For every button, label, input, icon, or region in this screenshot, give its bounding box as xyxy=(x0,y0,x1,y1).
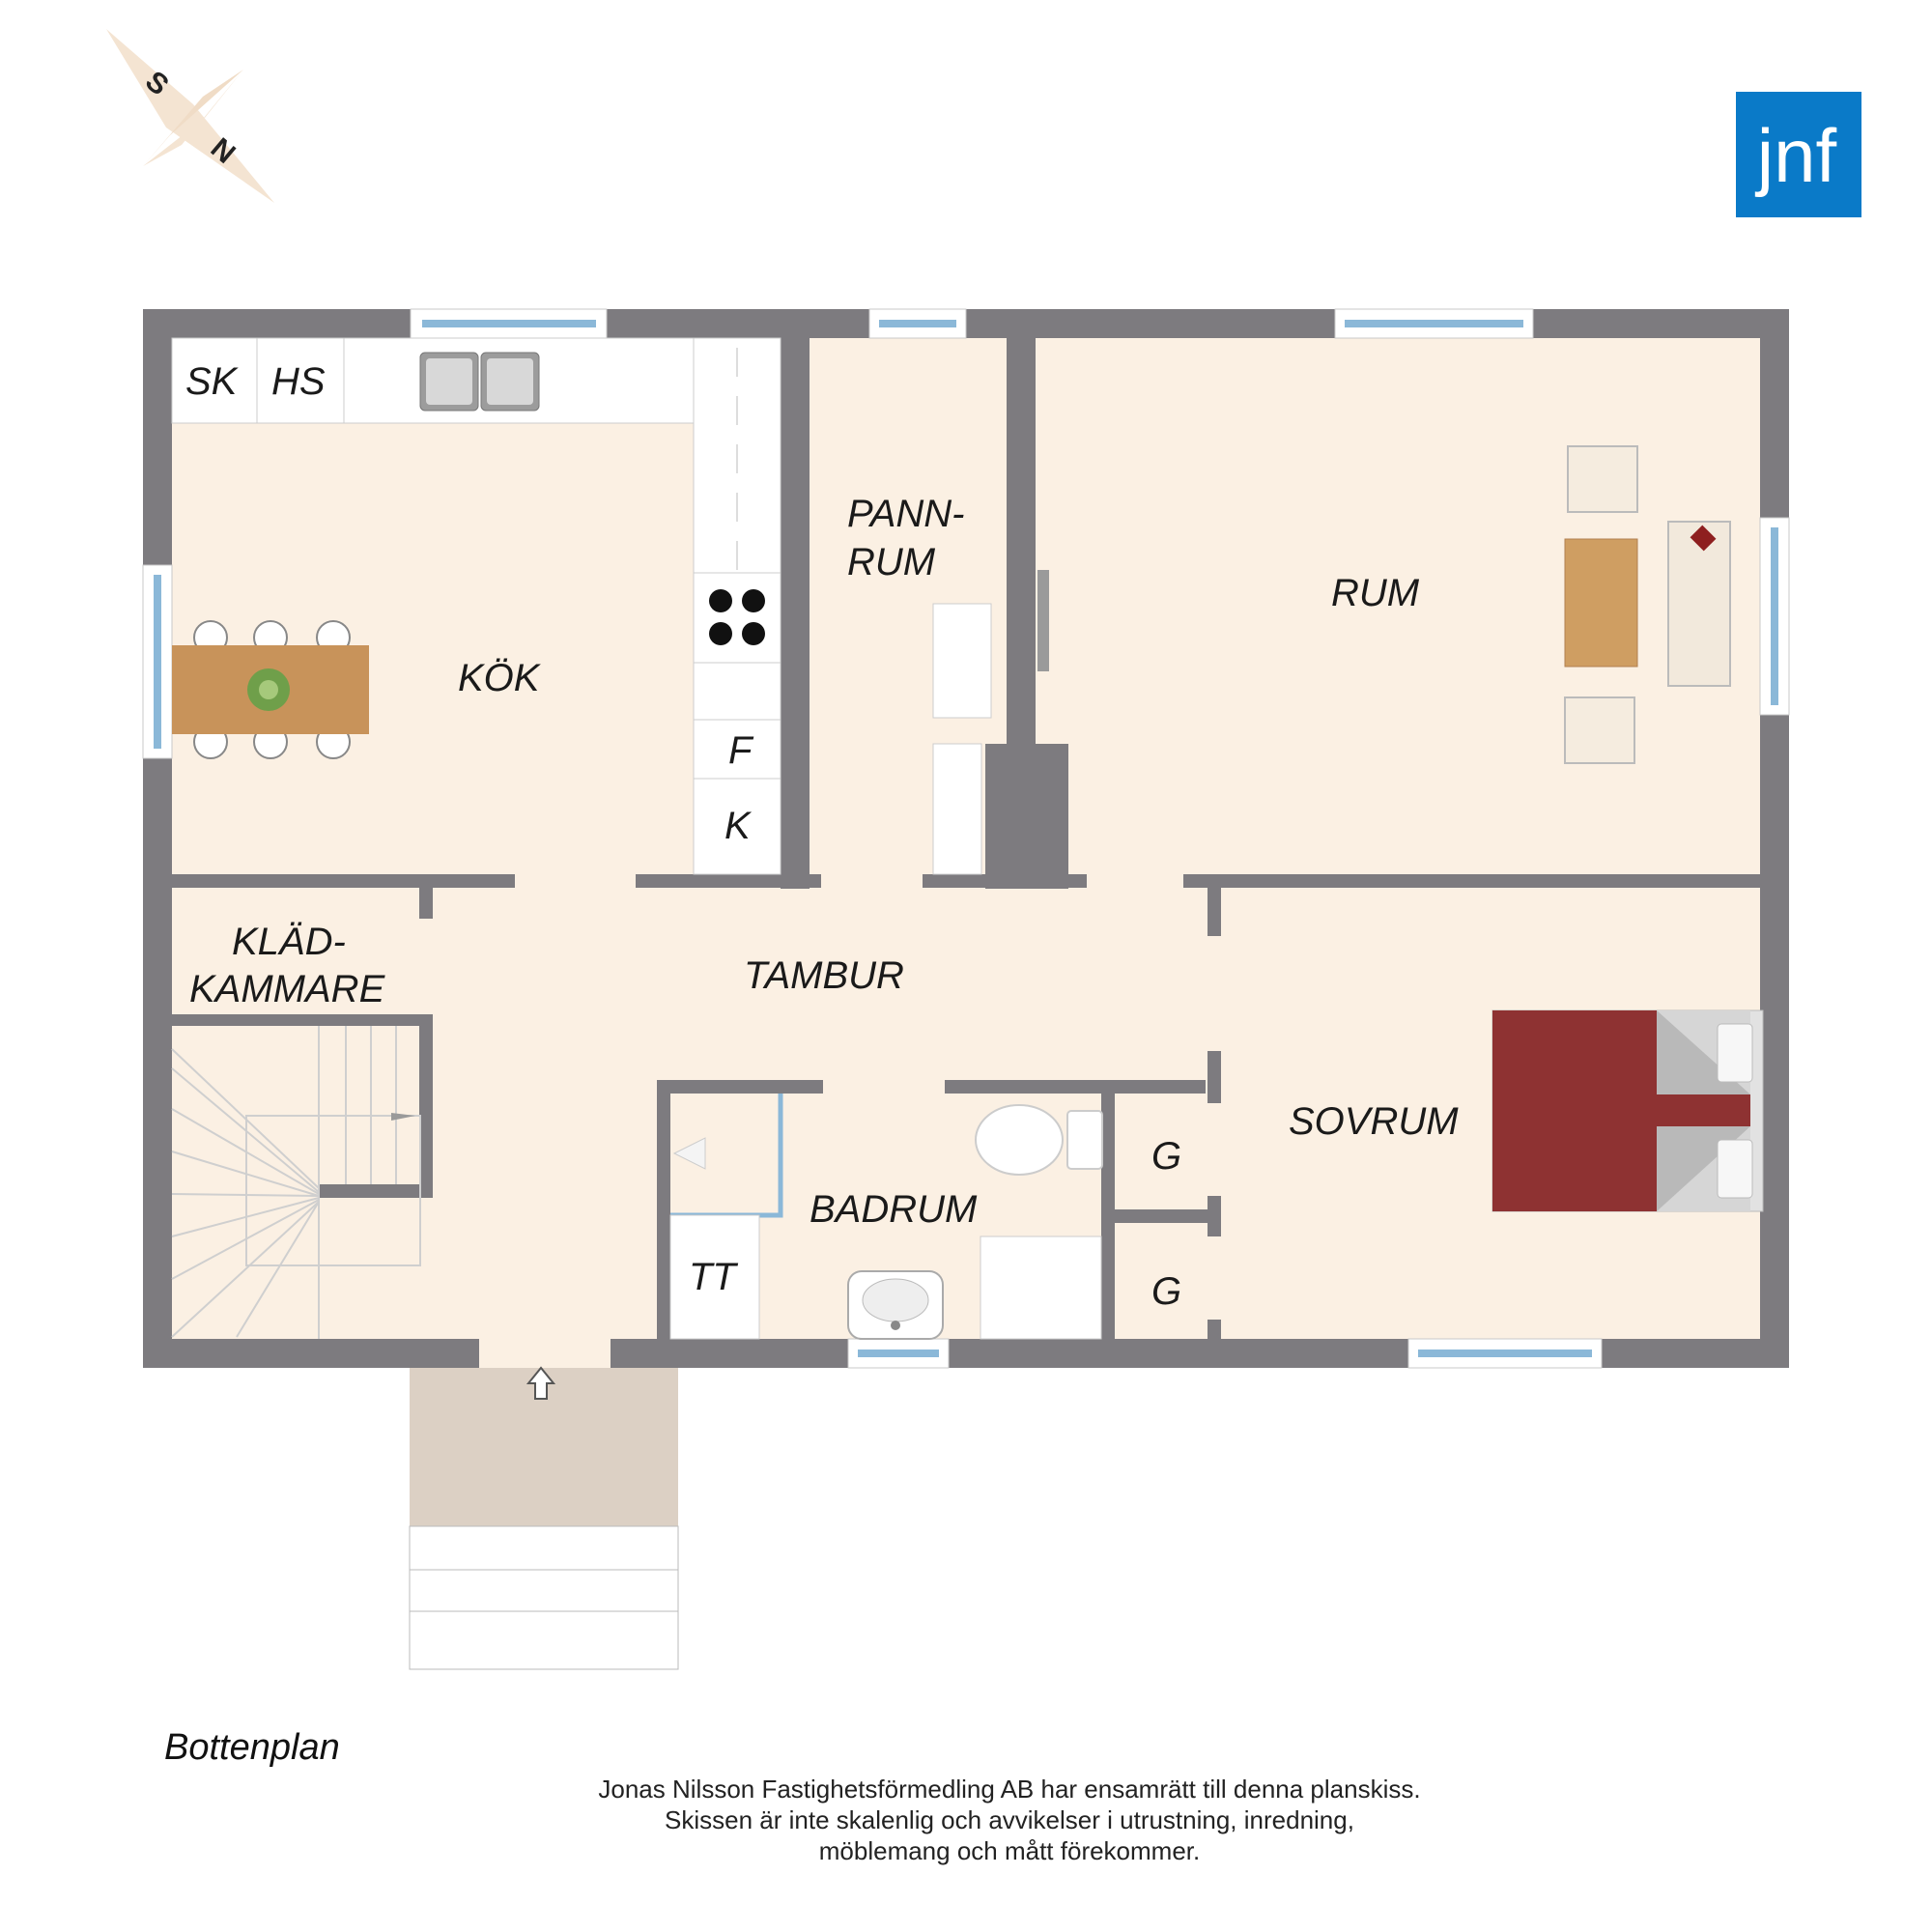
floor-plan-title: Bottenplan xyxy=(164,1727,340,1768)
toilet-icon xyxy=(975,1104,1103,1176)
stair-arrow-icon xyxy=(391,1113,415,1121)
disclaimer-line-2: Skissen är inte skalenlig och avvikelser… xyxy=(665,1805,1354,1834)
room-label-badrum: BADRUM xyxy=(810,1188,978,1231)
cabinet xyxy=(980,1236,1102,1340)
room-label-kladkammare-2: KAMMARE xyxy=(189,968,386,1010)
fixture-label-f: F xyxy=(728,729,754,772)
living-room-furniture xyxy=(1564,445,1731,764)
shower-icon xyxy=(672,1137,706,1170)
windows xyxy=(142,308,1790,1369)
room-label-pannrum-2: RUM xyxy=(847,541,936,583)
fixture-label-sk: SK xyxy=(185,360,240,403)
staircase xyxy=(171,1026,421,1339)
room-label-kladkammare-1: KLÄD- xyxy=(232,921,346,963)
disclaimer: Jonas Nilsson Fastighetsförmedling AB ha… xyxy=(483,1774,1536,1866)
disclaimer-line-3: möblemang och mått förekommer. xyxy=(818,1836,1201,1865)
fixture-label-g-upper: G xyxy=(1151,1135,1181,1178)
jnf-logo: jnf xyxy=(1736,92,1861,217)
bathroom-fixtures xyxy=(669,1094,1103,1340)
washer-tt xyxy=(669,1214,760,1340)
plant-icon xyxy=(247,668,290,711)
washbasin-icon xyxy=(847,1270,944,1340)
room-label-sovrum: SOVRUM xyxy=(1289,1100,1459,1143)
entrance-porch xyxy=(409,1366,679,1670)
entrance-arrow-icon xyxy=(526,1366,556,1400)
stove-icon xyxy=(709,589,765,645)
fixture-label-tt: TT xyxy=(689,1256,738,1298)
bed xyxy=(1492,1009,1764,1212)
boiler-units xyxy=(932,570,1049,875)
disclaimer-line-1: Jonas Nilsson Fastighetsförmedling AB ha… xyxy=(598,1775,1421,1804)
fixture-label-hs: HS xyxy=(271,360,326,403)
entrance-opening xyxy=(479,1339,611,1368)
room-label-pannrum-1: PANN- xyxy=(847,493,964,535)
room-label-tambur: TAMBUR xyxy=(744,954,904,997)
compass-icon: S N xyxy=(106,29,274,203)
dining-table xyxy=(172,620,369,759)
room-label-rum: RUM xyxy=(1331,572,1420,614)
interior-walls xyxy=(172,338,1760,1341)
fixture-label-g-lower: G xyxy=(1151,1270,1181,1313)
room-label-kok: KÖK xyxy=(458,657,542,699)
kitchen-sink-icon xyxy=(419,352,540,412)
logo-text: jnf xyxy=(1755,113,1837,198)
fixture-label-k: K xyxy=(724,805,753,847)
